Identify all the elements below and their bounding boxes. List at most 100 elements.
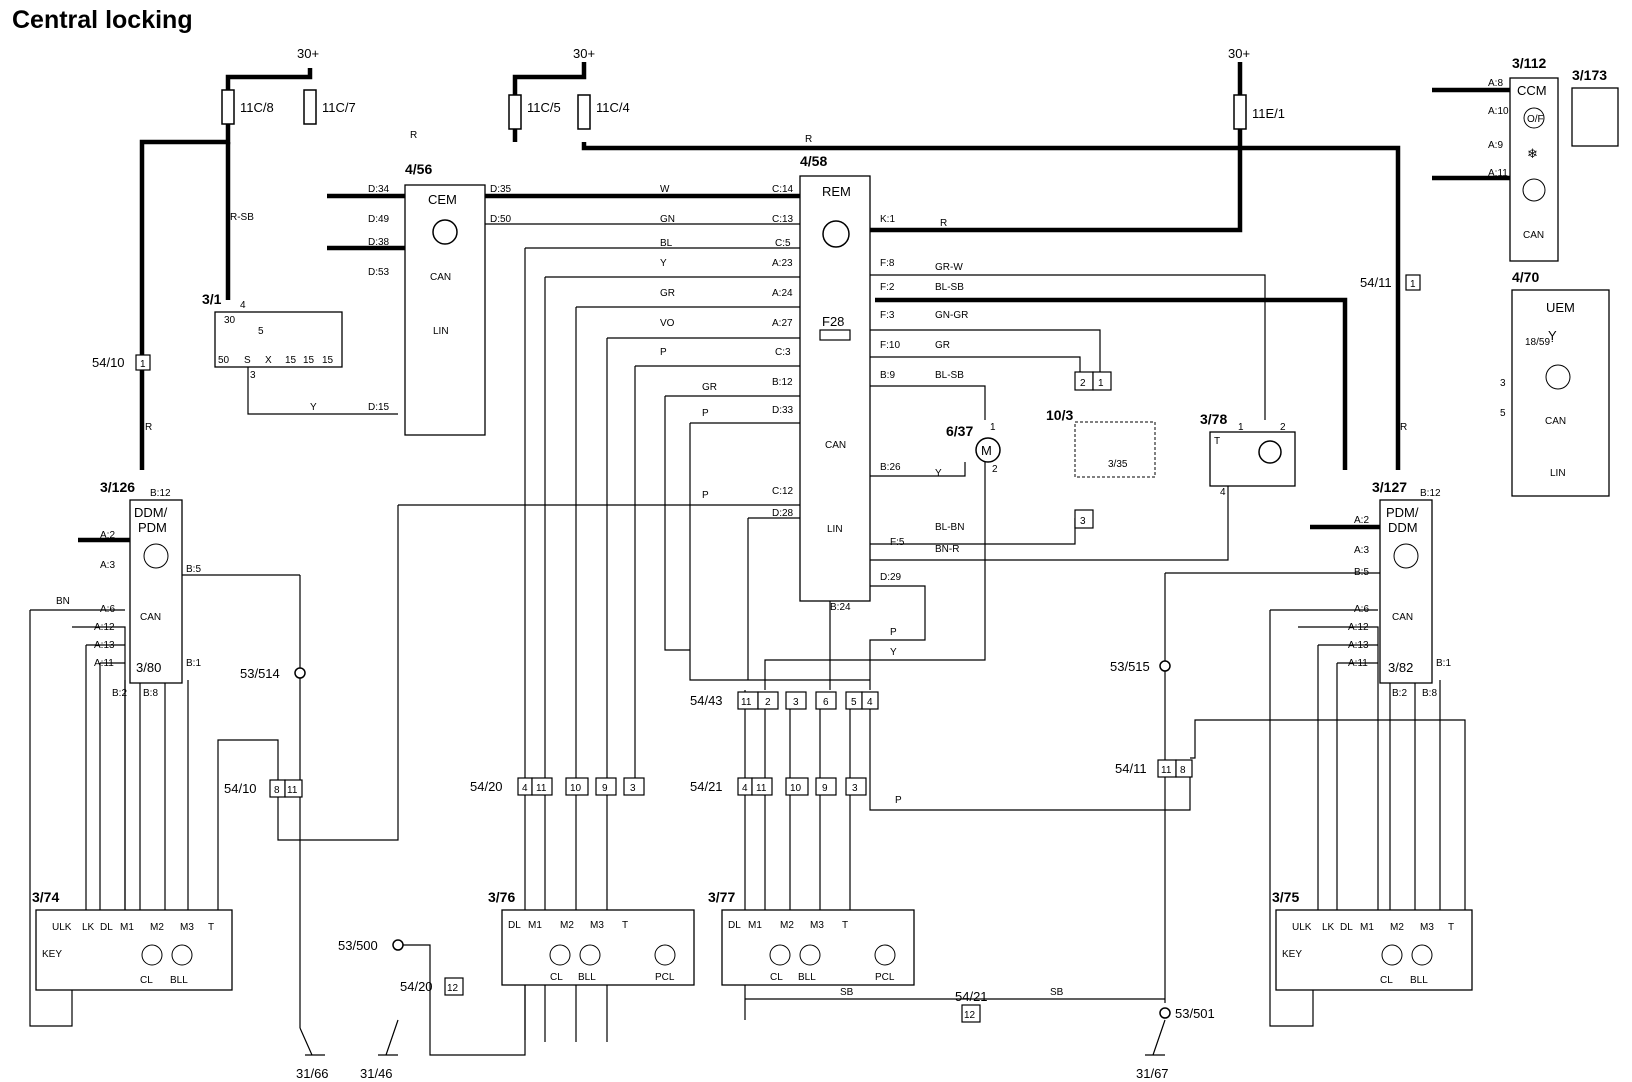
ground-3166: 31/66: [296, 1066, 329, 1081]
ccm-id: 3/112: [1512, 55, 1546, 71]
ddm-sub-id: 3/80: [136, 660, 161, 675]
svg-text:M2: M2: [1390, 922, 1404, 933]
lock-376-motor-2: [579, 944, 601, 966]
rem-right-pins: K:1 F:8 F:2 F:3 F:10 B:9 B:26 F:5 D:29: [880, 214, 905, 583]
connector-5411-bottom: 11 8 54/11: [1115, 759, 1193, 778]
svg-text:B:9: B:9: [880, 370, 895, 381]
svg-text:M3: M3: [590, 920, 604, 931]
cem-pin-d34: D:34: [368, 184, 390, 195]
svg-text:T: T: [622, 920, 628, 931]
motor-637-id: 6/37: [946, 423, 973, 439]
svg-text:2: 2: [1080, 378, 1086, 389]
fuses: [221, 89, 1247, 130]
diagram-title: Central locking: [12, 6, 193, 34]
svg-text:54/43: 54/43: [690, 693, 723, 708]
svg-text:A:12: A:12: [1348, 622, 1369, 633]
svg-text:BL-BN: BL-BN: [935, 522, 964, 533]
svg-text:DL: DL: [508, 920, 521, 931]
svg-text:D:28: D:28: [772, 508, 794, 519]
component-378-id: 3/78: [1200, 411, 1227, 427]
svg-text:GR: GR: [702, 382, 717, 393]
svg-text:5: 5: [851, 697, 857, 708]
svg-text:54/21: 54/21: [690, 779, 723, 794]
pdm-bus-can: CAN: [1392, 612, 1413, 623]
ground-symbols: [299, 1019, 1166, 1056]
svg-text:B:12: B:12: [150, 488, 171, 499]
svg-text:10: 10: [570, 783, 582, 794]
svg-text:30: 30: [224, 315, 236, 326]
svg-text:F:5: F:5: [890, 537, 905, 548]
svg-text:PCL: PCL: [875, 972, 895, 983]
cem-pin-d49: D:49: [368, 214, 390, 225]
svg-text:T: T: [208, 922, 214, 933]
svg-text:54/10: 54/10: [92, 355, 125, 370]
supply-label-2: 30+: [573, 46, 595, 61]
svg-text:KEY: KEY: [1282, 949, 1302, 960]
svg-text:R: R: [1400, 422, 1407, 433]
cem-pin-d53: D:53: [368, 267, 390, 278]
svg-text:A:23: A:23: [772, 258, 793, 269]
svg-text:P: P: [890, 627, 897, 638]
wire-color-labels: R R R R R R-SB W GN BL Y Y GR GR VO P P …: [56, 130, 1407, 998]
svg-text:M3: M3: [180, 922, 194, 933]
svg-text:A:3: A:3: [1354, 545, 1369, 556]
svg-text:M2: M2: [560, 920, 574, 931]
ddm-id: 3/126: [100, 479, 135, 495]
fuse-label-11c5: 11C/5: [527, 100, 561, 115]
svg-text:4: 4: [522, 783, 528, 794]
svg-text:8: 8: [1180, 765, 1186, 776]
svg-text:T: T: [1214, 436, 1220, 447]
svg-text:CL: CL: [550, 972, 563, 983]
uem-tag: 18/59: [1525, 337, 1550, 348]
svg-text:B:26: B:26: [880, 462, 901, 473]
svg-text:T: T: [842, 920, 848, 931]
pdm-ecu-icon: [1393, 543, 1419, 569]
svg-text:M3: M3: [810, 920, 824, 931]
connector-5420-b: [444, 977, 464, 996]
snowflake-icon: ❄: [1527, 146, 1538, 161]
ccm-name: CCM: [1517, 83, 1547, 98]
svg-text:4: 4: [1220, 487, 1226, 498]
lock-377-motor-3: [874, 944, 896, 966]
cem-pin-d38: D:38: [368, 237, 390, 248]
svg-text:4: 4: [742, 783, 748, 794]
uem-name: UEM: [1546, 300, 1575, 315]
svg-text:M2: M2: [150, 922, 164, 933]
fuse-label-11c8: 11C/8: [240, 100, 274, 115]
svg-text:54/11: 54/11: [1360, 275, 1392, 290]
svg-text:D:33: D:33: [772, 405, 794, 416]
svg-text:Y: Y: [890, 647, 897, 658]
svg-text:2: 2: [765, 697, 771, 708]
lock-377-motor-1: [769, 944, 791, 966]
svg-text:M2: M2: [780, 920, 794, 931]
connector-5421-b: [961, 1004, 981, 1023]
rem-pin-b24: B:24: [830, 602, 851, 613]
svg-text:P: P: [702, 490, 709, 501]
svg-text:M1: M1: [1360, 922, 1374, 933]
svg-text:B:8: B:8: [143, 688, 158, 699]
svg-text:53/515: 53/515: [1110, 659, 1150, 674]
svg-text:P: P: [895, 795, 902, 806]
svg-text:A:9: A:9: [1488, 140, 1503, 151]
svg-text:DL: DL: [100, 922, 113, 933]
cem-pin-d15: D:15: [368, 402, 390, 413]
svg-text:5: 5: [1500, 408, 1506, 419]
svg-text:54/10: 54/10: [224, 781, 257, 796]
uem-ecu-icon: [1545, 364, 1571, 390]
supply-label-1: 30+: [297, 46, 319, 61]
svg-text:BN: BN: [56, 596, 70, 607]
svg-text:GN-GR: GN-GR: [935, 310, 968, 321]
svg-text:GR: GR: [935, 340, 950, 351]
svg-text:VO: VO: [660, 318, 675, 329]
svg-text:Y: Y: [935, 468, 942, 479]
pdm-name-1: PDM/: [1386, 505, 1419, 520]
svg-text:1: 1: [1098, 378, 1104, 389]
ground-3146: 31/46: [360, 1066, 393, 1081]
svg-text:12: 12: [447, 983, 459, 994]
rem-left-pins: C:14 C:13 C:5 A:23 A:24 A:27 C:3 B:12 D:…: [772, 184, 794, 519]
svg-text:ULK: ULK: [52, 922, 72, 933]
svg-text:B:2: B:2: [112, 688, 127, 699]
svg-text:LK: LK: [82, 922, 95, 933]
svg-text:S: S: [244, 355, 251, 366]
